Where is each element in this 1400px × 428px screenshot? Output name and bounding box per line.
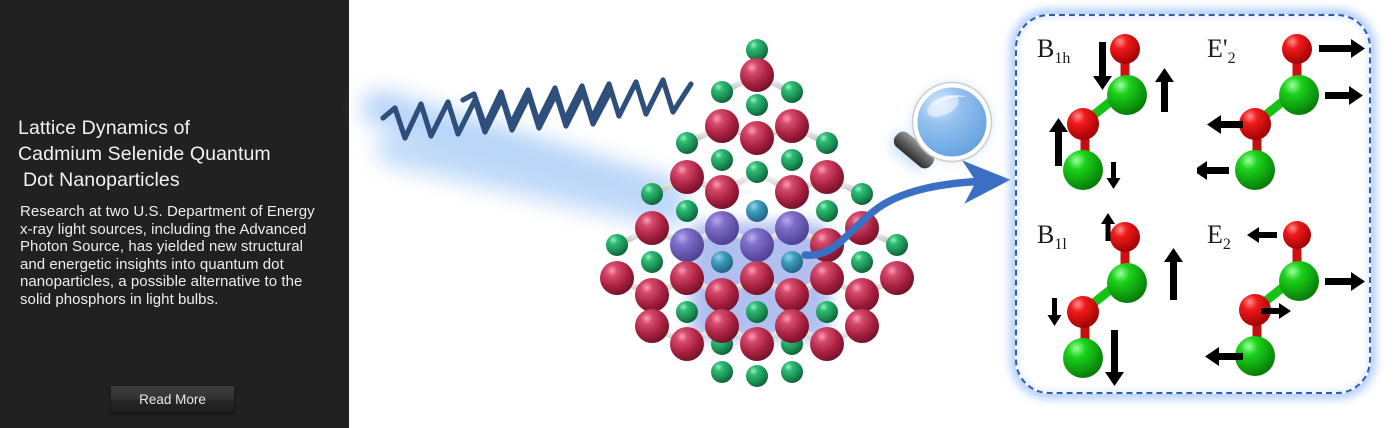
vibrational-modes-panel: B1h [1015,14,1371,394]
arrow-down [1106,162,1121,189]
arrow-up [1155,68,1174,112]
arrow-left [1207,115,1243,134]
title-line-3: Dot Nanoparticles [23,169,180,191]
atom-se [1110,222,1140,252]
arrow-up [1164,248,1183,300]
arrow-up [1101,213,1115,241]
read-more-button[interactable]: Read More [111,386,234,413]
mode-label-b1l: B1l [1037,220,1067,254]
description-text: Research at two U.S. Department of Energ… [20,203,315,308]
mode-cell-b1h: B1h [1023,22,1201,212]
text-panel: Lattice Dynamics of Cadmium Selenide Qua… [0,0,349,428]
atom-se [1283,221,1311,249]
atom-se [1067,296,1099,328]
arrow-right [1325,86,1363,105]
atom-cd [1063,338,1103,378]
arrow-right [1261,303,1291,319]
arrow-right [1319,39,1365,58]
title-line-2: Cadmium Selenide Quantum [18,143,271,165]
atom-cd [1107,75,1147,115]
atom-se [1239,108,1271,140]
read-more-label: Read More [139,392,206,407]
arrow-left [1247,227,1277,243]
atom-se [1282,34,1312,64]
mode-cell-b1l: B1l [1023,212,1201,402]
arrow-left [1197,161,1229,180]
arrow-up [1049,118,1068,166]
mode-label-e2prime: E'2 [1207,34,1236,68]
mode-cell-e2: E2 [1197,212,1375,402]
atom-cd [1279,75,1319,115]
atom-cd [1235,336,1275,376]
atom-cd [1279,261,1319,301]
mode-label-e2: E2 [1207,220,1231,254]
atom-se [1067,108,1099,140]
page-title: Lattice Dynamics of Cadmium Selenide Qua… [18,115,328,193]
atom-se [1239,294,1271,326]
arrow-down [1047,298,1062,326]
arrow-down [1093,42,1112,90]
mode-label-b1h: B1h [1037,34,1071,68]
arrow-left [1205,347,1243,366]
atom-cd [1235,150,1275,190]
atom-cd [1063,150,1103,190]
arrow-right [1325,272,1365,291]
title-line-1: Lattice Dynamics of [18,117,191,139]
mode-cell-e2prime: E'2 [1197,22,1375,212]
atom-se [1110,34,1140,64]
atom-cd [1107,263,1147,303]
arrow-down [1105,330,1124,386]
